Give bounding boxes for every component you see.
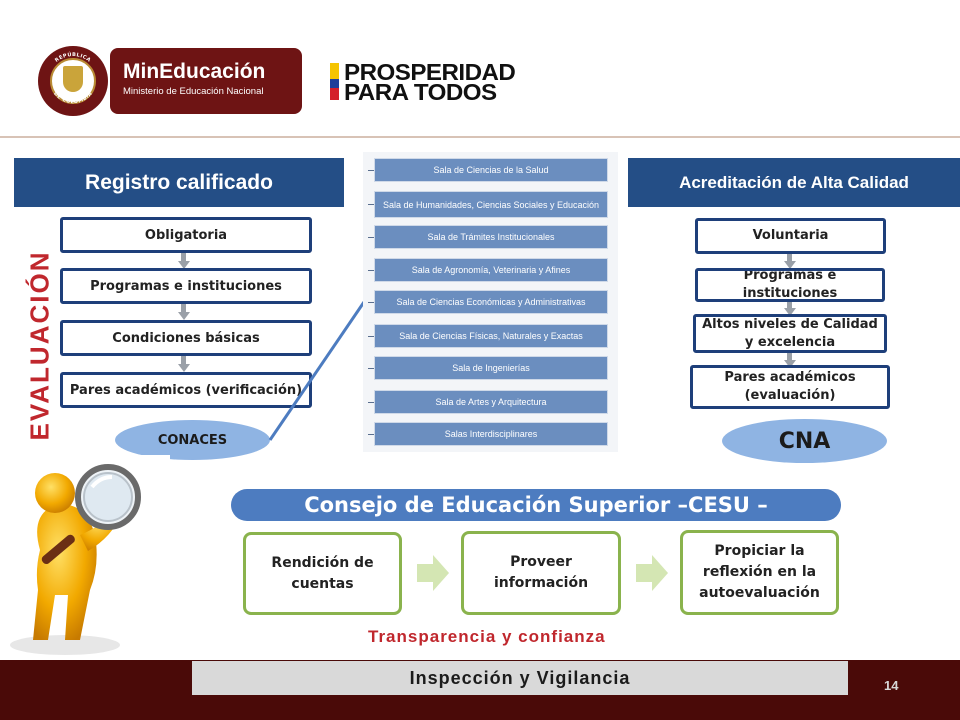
page-number: 14: [884, 678, 899, 693]
mineducacion-logo-box: [110, 48, 302, 114]
flag-yellow-stripe: [330, 63, 339, 79]
tick: [368, 204, 374, 205]
sala-item: Sala de Ciencias Físicas, Naturales y Ex…: [374, 324, 608, 348]
cesu-box: Proveer información: [461, 531, 621, 615]
cna-ellipse: CNA: [722, 419, 887, 463]
sala-item: Sala de Ciencias de la Salud: [374, 158, 608, 182]
inspeccion-label: Inspección y Vigilancia: [192, 661, 848, 695]
cesu-title: Consejo de Educación Superior –CESU –: [231, 489, 841, 521]
acreditacion-title: Acreditación de Alta Calidad: [628, 158, 960, 207]
tick: [368, 336, 374, 337]
tick: [368, 237, 374, 238]
sala-item: Salas Interdisciplinares: [374, 422, 608, 446]
arrow-stem: [181, 253, 186, 262]
tick: [368, 434, 374, 435]
ministry-subtitle: Ministerio de Educación Nacional: [123, 86, 264, 97]
registro-step: Pares académicos (verificación): [60, 372, 312, 408]
tick: [368, 302, 374, 303]
acreditacion-step: Altos niveles de Calidad y excelencia: [693, 314, 887, 353]
arrow-stem: [787, 353, 792, 361]
magnifier-figure-icon: [0, 455, 170, 660]
conaces-ellipse: CONACES: [115, 420, 270, 460]
sala-item: Sala de Ingenierías: [374, 356, 608, 380]
acreditacion-step: Voluntaria: [695, 218, 886, 254]
cesu-box: Propiciar la reflexión en la autoevaluac…: [680, 530, 839, 615]
acreditacion-step: Programas e instituciones: [695, 268, 885, 302]
header-divider: [0, 136, 960, 138]
right-arrow-icon: [417, 555, 449, 591]
campaign-line-2: PARA TODOS: [344, 79, 497, 105]
cesu-box: Rendición de cuentas: [243, 532, 402, 615]
acreditacion-step: Pares académicos (evaluación): [690, 365, 890, 409]
registro-step: Obligatoria: [60, 217, 312, 253]
campaign-line-1: PROSPERIDAD: [344, 59, 516, 85]
transparencia-caption: Transparencia y confianza: [368, 627, 606, 646]
shield-icon: [63, 66, 83, 92]
arrow-stem: [787, 254, 792, 262]
ministry-title: MinEducación: [123, 60, 266, 83]
tick: [368, 368, 374, 369]
sala-item: Sala de Trámites Institucionales: [374, 225, 608, 249]
down-arrow-icon: [178, 312, 190, 320]
arrow-stem: [787, 301, 792, 309]
registro-step: Condiciones básicas: [60, 320, 312, 356]
registro-step: Programas e instituciones: [60, 268, 312, 304]
down-arrow-icon: [784, 308, 796, 316]
down-arrow-icon: [178, 261, 190, 269]
arrow-stem: [181, 356, 186, 365]
tick: [368, 270, 374, 271]
flag-blue-stripe: [330, 79, 339, 88]
sala-item: Sala de Artes y Arquitectura: [374, 390, 608, 414]
right-arrow-icon: [636, 555, 668, 591]
arrow-stem: [181, 304, 186, 313]
registro-title: Registro calificado: [14, 158, 344, 207]
seal-lettering: REPÚBLICA DE COLOMBIA: [52, 51, 93, 105]
sala-item: Sala de Humanidades, Ciencias Sociales y…: [374, 191, 608, 218]
sala-item: Sala de Agronomía, Veterinaria y Afines: [374, 258, 608, 282]
tick: [368, 402, 374, 403]
down-arrow-icon: [784, 360, 796, 368]
down-arrow-icon: [178, 364, 190, 372]
tick: [368, 170, 374, 171]
sala-item: Sala de Ciencias Económicas y Administra…: [374, 290, 608, 314]
down-arrow-icon: [784, 261, 796, 269]
flag-red-stripe: [330, 88, 339, 100]
